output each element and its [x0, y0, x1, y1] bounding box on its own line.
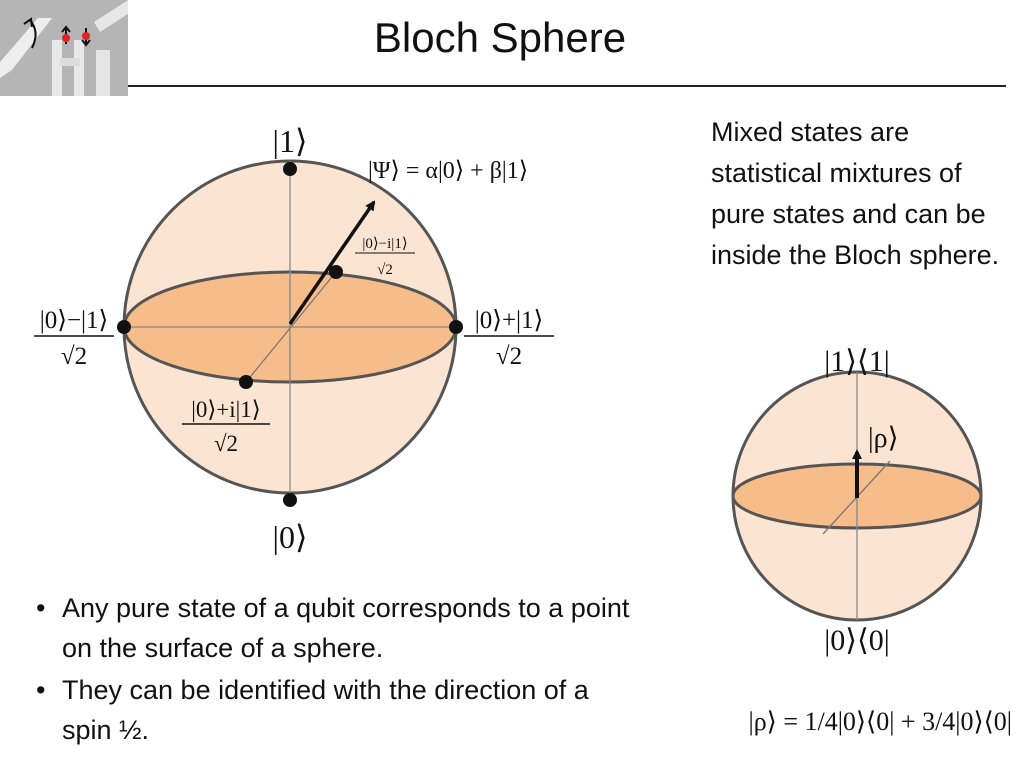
label-plus-i-denominator: √2 [214, 431, 238, 456]
title-divider [128, 85, 1006, 87]
label-minus-denominator: √2 [61, 343, 87, 370]
bullet-item: They can be identified with the directio… [32, 670, 632, 750]
label-plus-i-numerator: |0⟩+i|1⟩ [191, 397, 261, 422]
label-plus-numerator: |0⟩+|1⟩ [475, 307, 544, 334]
state-point-plus [449, 320, 463, 334]
spin-up-icon [61, 25, 71, 44]
state-point-one [283, 162, 297, 176]
psi-state-vector [288, 200, 376, 325]
spin-qubit-device-image [0, 0, 128, 96]
state-point-plus-i [239, 375, 253, 389]
state-point-minus-i [329, 265, 343, 279]
bloch-sphere-diagram: |1⟩ |0⟩ |Ψ⟩ = α|0⟩ + β|1⟩ |0⟩−|1⟩ √2 |0⟩… [34, 123, 554, 555]
label-psi: |Ψ⟩ = α|0⟩ + β|1⟩ [368, 158, 528, 184]
label-minus-i-denominator: √2 [377, 262, 393, 278]
spin-down-icon [81, 28, 91, 47]
label-projector-zero: |0⟩⟨0| [824, 624, 889, 657]
rho-formula-text: |ρ⟩ = 1/4|0⟩⟨0| + 3/4|0⟩⟨0| [749, 707, 1013, 736]
label-rho: |ρ⟩ [868, 423, 899, 454]
state-point-minus [117, 320, 131, 334]
label-state-one: |1⟩ [273, 123, 308, 159]
mixed-states-description: Mixed states are statistical mixtures of… [711, 117, 1000, 270]
bullet-list: Any pure state of a qubit corresponds to… [32, 588, 632, 752]
mixed-state-sphere-diagram: |1⟩⟨1| |0⟩⟨0| |ρ⟩ [731, 345, 983, 657]
label-minus-i-numerator: |0⟩−i|1⟩ [362, 236, 407, 252]
label-minus-numerator: |0⟩−|1⟩ [40, 307, 109, 334]
y-axis [245, 271, 337, 383]
label-projector-one: |1⟩⟨1| [824, 345, 889, 378]
bullet-item: Any pure state of a qubit corresponds to… [32, 588, 632, 668]
label-state-zero: |0⟩ [273, 519, 308, 555]
slide-title: Bloch Sphere [373, 14, 627, 61]
label-plus-denominator: √2 [496, 343, 522, 370]
density-matrix-formula: |ρ⟩ = 1/4|0⟩⟨0| + 3/4|0⟩⟨0| [749, 707, 1013, 736]
state-point-zero [283, 493, 297, 507]
